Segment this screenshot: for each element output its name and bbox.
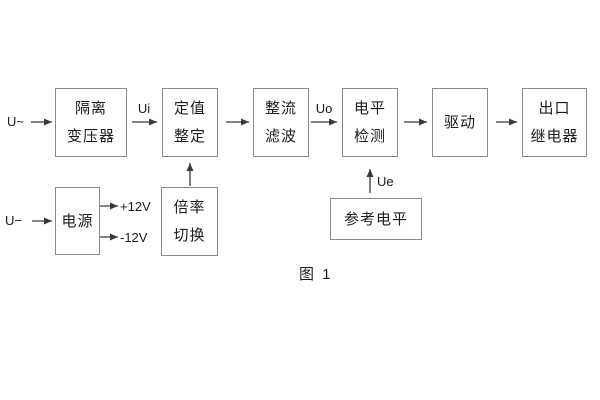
block-label: 电平 [353, 100, 386, 117]
block-label: 继电器 [530, 128, 579, 145]
block-label: 倍率 [173, 199, 206, 216]
block-driver: 驱动 [432, 88, 488, 157]
block-reference-level: 参考电平 [330, 198, 422, 240]
block-power-supply: 电源 [55, 187, 100, 255]
label-plus-12v: +12V [120, 199, 151, 214]
label-input-dc: U− [5, 213, 22, 228]
figure-caption: 图 1 [299, 266, 333, 283]
block-label: 参考电平 [343, 210, 408, 228]
block-label: 出口 [538, 100, 571, 117]
block-label: 整定 [173, 128, 206, 145]
block-isolation-transformer: 隔离 变压器 [55, 88, 127, 157]
block-rectifier-filter: 整流 滤波 [253, 88, 309, 157]
block-label: 驱动 [443, 114, 476, 131]
block-ratio-switch: 倍率 切换 [161, 187, 218, 256]
block-label: 整流 [264, 100, 297, 117]
block-label: 变压器 [66, 128, 115, 145]
block-label: 隔离 [74, 100, 107, 117]
block-label: 切换 [173, 227, 206, 244]
block-label: 定值 [173, 100, 206, 117]
block-label: 滤波 [264, 128, 297, 145]
block-level-detection: 电平 检测 [342, 88, 398, 157]
label-ue: Ue [377, 174, 394, 189]
label-ui: Ui [137, 101, 151, 116]
block-label: 检测 [353, 128, 386, 145]
block-output-relay: 出口 继电器 [522, 88, 587, 157]
label-input-ac: U~ [7, 114, 24, 129]
block-label: 电源 [61, 212, 94, 230]
label-minus-12v: -12V [120, 230, 148, 245]
label-uo: Uo [315, 101, 333, 116]
block-value-setting: 定值 整定 [162, 88, 218, 157]
